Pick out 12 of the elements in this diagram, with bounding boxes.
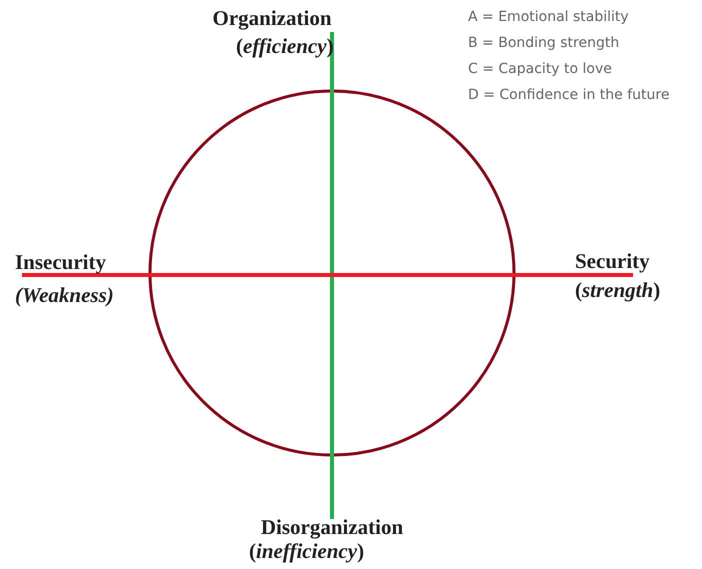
axis-label: (inefficiency) — [249, 541, 364, 562]
axis-label: (efficiency) — [236, 36, 334, 57]
key-text: D = Confidence in the future — [468, 88, 670, 102]
axis-label: (Weakness) — [15, 285, 114, 306]
axis-label: Organization — [212, 8, 332, 29]
key-text: C = Capacity to love — [468, 62, 612, 76]
axis-label: (strength) — [575, 280, 660, 301]
key-text: B = Bonding strength — [468, 36, 620, 50]
axis-label: Disorganization — [260, 517, 404, 538]
key-text: A = Emotional stability — [468, 10, 629, 24]
axis-label: Insecurity — [15, 252, 106, 273]
axis-label: Security — [575, 251, 650, 272]
